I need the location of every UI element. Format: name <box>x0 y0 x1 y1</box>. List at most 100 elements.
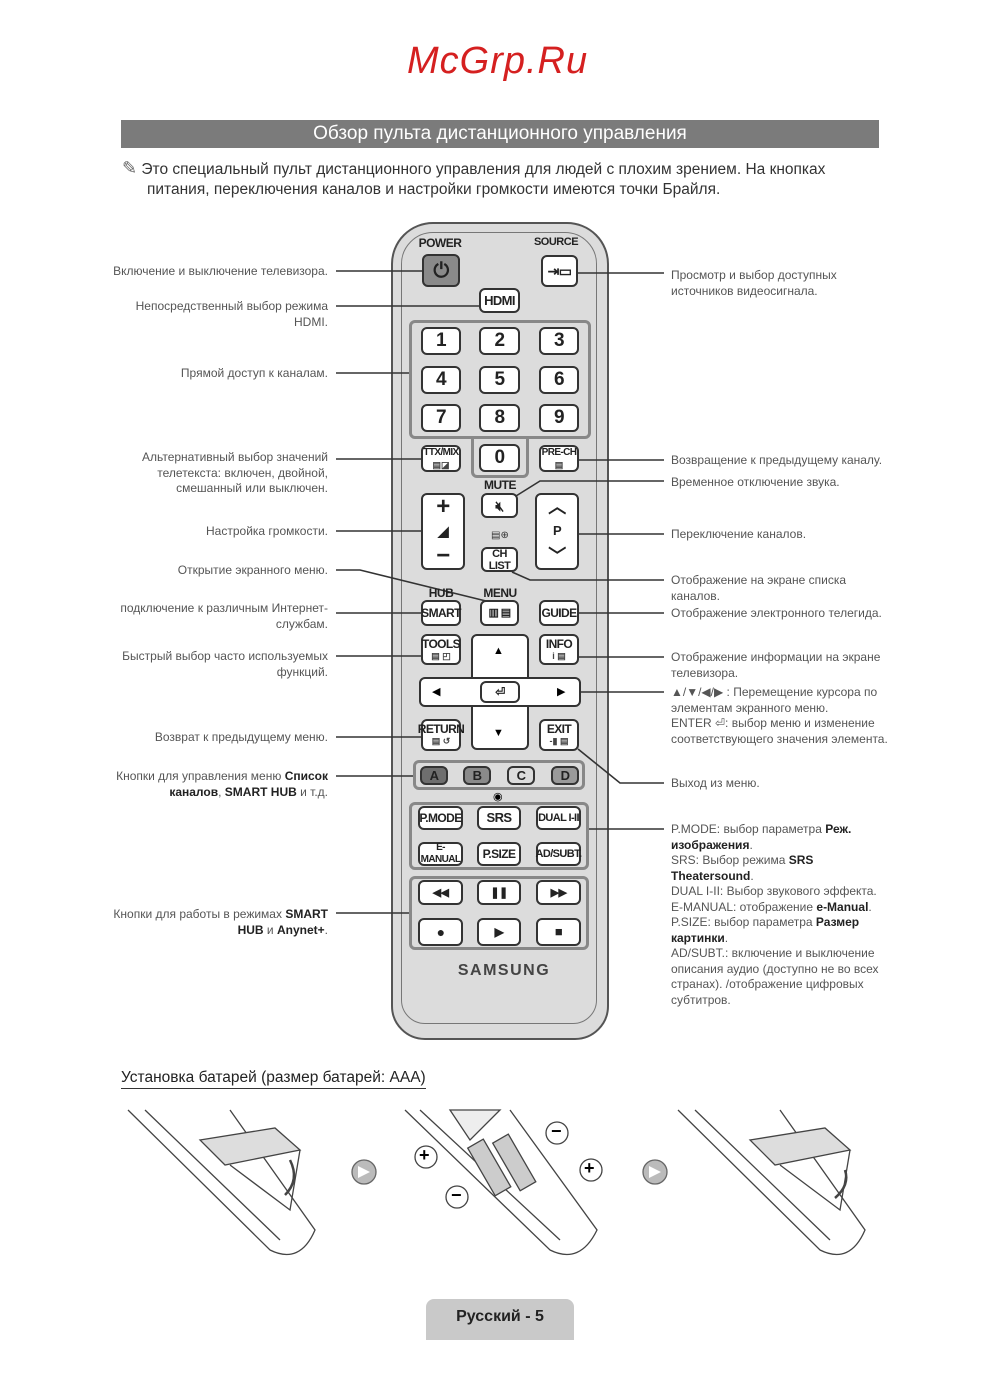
minus-sign: − <box>551 1121 562 1141</box>
callout-text: элементам экранного меню. <box>671 700 829 715</box>
chlist-teletext-icon: ▤⊕ <box>491 530 509 541</box>
callout-text: DUAL I-II: Выбор звукового эффекта. <box>671 884 877 898</box>
callout-text: соответствующего значения элемента. <box>671 731 888 746</box>
plus-sign: + <box>419 1145 430 1165</box>
smart-hub-button[interactable]: SMART <box>421 600 461 626</box>
channel-rocker[interactable]: ︿P﹀ <box>535 493 579 570</box>
callout-text: Открытие экранного меню. <box>177 563 328 577</box>
callout-text: Кнопки для работы в режимах <box>113 907 286 921</box>
channel-p-label: P <box>552 523 562 539</box>
number-key-1[interactable]: 1 <box>421 327 461 355</box>
enter-button[interactable]: ⏎ <box>480 681 520 703</box>
power-icon: ⏻ <box>433 259 449 282</box>
right-arrow-button[interactable]: ▶ <box>557 686 566 698</box>
tools-button[interactable]: TOOLS▤ ◰ <box>421 634 461 665</box>
volume-up-icon: + <box>436 493 450 521</box>
callout-bold: HUB <box>237 922 264 937</box>
stop-icon: ■ <box>554 924 563 939</box>
number-key-4[interactable]: 4 <box>421 366 461 394</box>
callout-text: SRS: Выбор режима <box>671 853 789 867</box>
source-button[interactable]: ⇥▭ <box>541 255 578 287</box>
volume-rocker[interactable]: + ◢− <box>421 493 465 570</box>
rewind-button[interactable]: ◀◀ <box>418 880 463 905</box>
callout-guide: Отображение электронного телегида. <box>671 606 882 622</box>
battery-step-3-illustration <box>677 1109 866 1256</box>
info-label: INFO <box>545 636 573 651</box>
rewind-icon: ◀◀ <box>432 886 449 899</box>
channel-up-icon: ︿ <box>548 497 566 518</box>
stop-button[interactable]: ■ <box>536 918 581 946</box>
number-key-0[interactable]: 0 <box>479 444 520 472</box>
down-arrow-button[interactable]: ▼ <box>493 727 504 739</box>
exit-button[interactable]: EXIT-▮ ▤ <box>539 719 579 751</box>
e-manual-button[interactable]: E-MANUAL <box>418 842 463 866</box>
callout-text: Отображение электронного телегида. <box>671 606 882 620</box>
p-size-button[interactable]: P.SIZE <box>477 842 521 866</box>
color-key-b[interactable]: B <box>463 766 491 785</box>
power-button[interactable]: ⏻ <box>422 254 460 287</box>
plus-circle-icon <box>579 1158 603 1182</box>
callout-text: и <box>263 922 277 937</box>
remote-inner-outline <box>401 232 597 1024</box>
color-key-a[interactable]: A <box>420 766 448 785</box>
minus-sign: − <box>451 1185 462 1205</box>
number-key-2[interactable]: 2 <box>479 327 520 355</box>
battery-step-2-illustration <box>404 1109 598 1256</box>
pre-ch-button[interactable]: PRE-CH▤ <box>539 445 579 472</box>
play-icon: ▶ <box>494 925 504 939</box>
callout-text: Прямой доступ к каналам. <box>180 366 328 380</box>
number-key-9[interactable]: 9 <box>539 404 579 432</box>
up-arrow-button[interactable]: ▲ <box>493 645 504 657</box>
number-key-7[interactable]: 7 <box>421 404 461 432</box>
ad-subt-button[interactable]: AD/SUBT. <box>536 842 582 866</box>
fast-forward-button[interactable]: ▶▶ <box>536 880 581 905</box>
info-icon: i ▤ <box>552 650 566 661</box>
play-button[interactable]: ▶ <box>477 918 521 946</box>
page-footer-tab: Русский - 5 <box>426 1299 574 1340</box>
p-mode-button[interactable]: P.MODE <box>418 806 463 830</box>
mute-button[interactable]: 🔇︎ <box>481 493 518 518</box>
callout-text: . <box>750 868 754 883</box>
callout-channel: Переключение каналов. <box>671 527 806 543</box>
callout-bold: Список <box>284 769 328 783</box>
guide-button[interactable]: GUIDE <box>539 600 579 626</box>
callout-text: Переключение каналов. <box>671 527 807 541</box>
hub-label: HUB <box>428 586 454 600</box>
callout-text: каналов. <box>671 588 721 603</box>
callout-text: Включение и выключение телевизора. <box>113 264 328 278</box>
callout-text: . <box>724 930 729 945</box>
callout-bold: Размер <box>815 915 860 929</box>
color-key-d[interactable]: D <box>551 766 579 785</box>
ch-list-button[interactable]: CH LIST <box>481 547 518 572</box>
number-key-3[interactable]: 3 <box>539 327 579 355</box>
callout-text: Просмотр и выбор доступных <box>671 268 837 282</box>
volume-down-icon: − <box>436 541 450 569</box>
record-button[interactable]: ● <box>418 918 463 946</box>
color-key-c[interactable]: C <box>507 766 535 785</box>
power-label: POWER <box>418 236 462 250</box>
hdmi-button[interactable]: HDMI <box>479 288 520 313</box>
callout-text: субтитров. <box>671 992 731 1007</box>
callout-return: Возврат к предыдущему меню. <box>155 730 328 746</box>
number-key-8[interactable]: 8 <box>479 404 520 432</box>
number-key-5[interactable]: 5 <box>479 366 520 394</box>
number-key-6[interactable]: 6 <box>539 366 579 394</box>
left-arrow-button[interactable]: ◀ <box>432 686 441 698</box>
function-keys-group <box>409 802 589 870</box>
dual-button[interactable]: DUAL I-II <box>536 806 581 830</box>
callout-power: Включение и выключение телевизора. <box>113 264 328 280</box>
menu-button[interactable]: ▥ ▤ <box>480 600 519 626</box>
volume-ramp-icon: ◢ <box>437 523 449 540</box>
callout-function-keys: P.MODE: выбор параметра Реж. изображения… <box>671 822 879 1008</box>
pause-button[interactable]: ❚❚ <box>477 880 521 905</box>
callout-text: AD/SUBT.: включение и выключение <box>671 946 875 960</box>
note-line-2: питания, переключения каналов и настройк… <box>147 181 721 198</box>
return-button[interactable]: RETURN▤ ↺ <box>418 719 465 751</box>
ttx-mix-button[interactable]: TTX/MIX▤◪ <box>421 445 461 472</box>
srs-button[interactable]: SRS <box>477 806 521 830</box>
